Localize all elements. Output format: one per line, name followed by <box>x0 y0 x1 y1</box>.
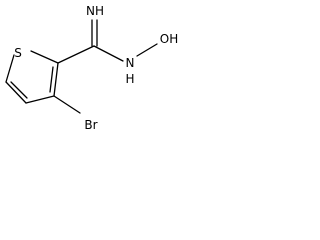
bond-c2-camidine <box>57 45 95 64</box>
bond-c3-c2 <box>53 62 59 97</box>
sulfur-label: S <box>14 46 22 60</box>
imine-nh-label: NH <box>86 4 104 18</box>
bond-camidine-n <box>93 45 124 62</box>
bond-c2-s <box>30 50 59 64</box>
bond-c3-br <box>53 95 81 114</box>
hydroxylamine-n-label: N <box>126 56 135 70</box>
hydroxyl-label: OH <box>160 32 178 46</box>
bond-c5-c4-inner <box>10 81 28 99</box>
structure-diagram: S NH N H OH Br <box>5 4 178 132</box>
bond-c5-c4 <box>5 81 27 104</box>
bond-c3-c2-inner <box>49 66 54 93</box>
bond-c4-c3 <box>25 95 55 104</box>
bond-lines <box>5 19 158 114</box>
bond-n-oh <box>136 43 158 57</box>
atom-labels: S NH N H OH Br <box>14 4 178 132</box>
bromine-label: Br <box>84 118 97 132</box>
bond-s-c5 <box>5 54 15 83</box>
hydroxylamine-h-label: H <box>125 72 134 86</box>
